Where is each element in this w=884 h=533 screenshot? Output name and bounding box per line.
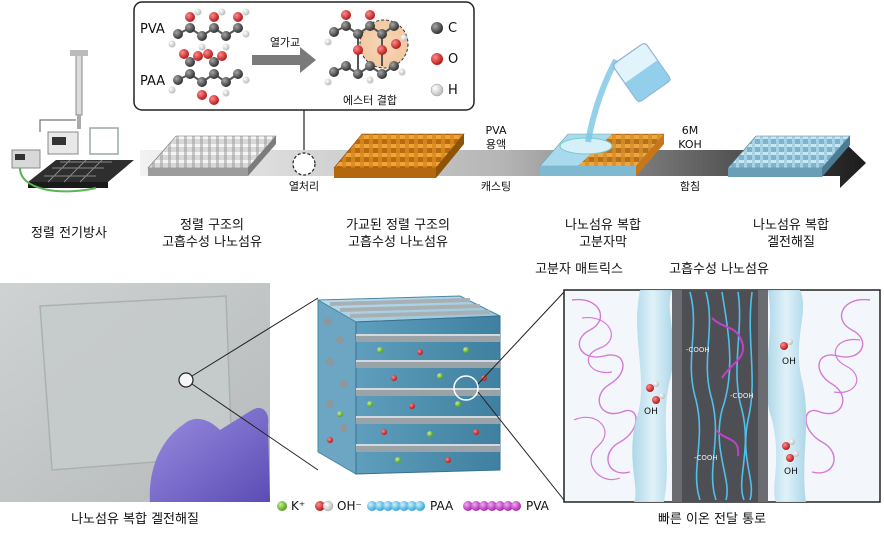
legend-k-swatch [277, 501, 287, 511]
fiber-block [316, 295, 501, 475]
step-5-caption-line2: 겔전해질 [767, 235, 815, 250]
legend-oh-swatch [315, 500, 334, 512]
koh-label-line2: KOH [678, 138, 702, 151]
casting-label: 캐스팅 [480, 180, 512, 193]
koh-label-line1: 6M [681, 124, 699, 137]
step-3-caption-line1: 가교된 정렬 구조의 [346, 218, 450, 233]
block-zoom-line-top [477, 291, 565, 385]
pva-solution-label-line2: 용액 [485, 138, 507, 151]
gray-fiber-mat [147, 135, 277, 176]
hydrogen-atom-swatch [430, 83, 444, 97]
carbon-label: C [448, 21, 458, 36]
crosslinked-molecule [324, 10, 409, 86]
blue-gel-mat [727, 135, 851, 177]
pva-molecule [168, 8, 250, 51]
ion-channel-caption: 빠른 이온 전달 통로 [657, 512, 767, 527]
legend-k-text: K⁺ [291, 499, 306, 513]
step-5-caption-line1: 나노섬유 복합 [753, 218, 829, 233]
hydrogen-label: H [448, 83, 458, 98]
paa-molecule [168, 49, 250, 105]
zoom-line-bottom [191, 383, 319, 471]
cooh-label-2: -COOH [730, 392, 754, 400]
pva-label: PVA [140, 22, 165, 37]
orange-fiber-mat [333, 133, 465, 178]
cooh-label-1: -COOH [686, 346, 710, 354]
soaking-label: 함침 [679, 180, 701, 193]
zoom-line-top [191, 297, 319, 377]
gloved-hand [149, 407, 270, 502]
cooh-label-3: -COOH [694, 454, 718, 462]
matrix-label: 고분자 매트릭스 [535, 262, 623, 277]
block-zoom-line-bottom [477, 391, 565, 501]
ester-bond-label: 에스터 결합 [342, 94, 398, 107]
oxygen-label: O [448, 52, 459, 67]
oh-ion-label-right: OH [782, 357, 796, 367]
oh-ion-label-right-lower: OH [784, 467, 798, 477]
pva-solution-label-line1: PVA [485, 124, 507, 137]
ion-channel-panel [563, 289, 881, 503]
legend-paa-swatch [367, 501, 425, 511]
step-2-caption-line1: 정렬 구조의 [180, 218, 244, 233]
step-2-caption-line2: 고흡수성 나노섬유 [162, 235, 262, 250]
crosslink-arrow [252, 47, 316, 73]
composite-membrane [539, 43, 672, 176]
step-4-caption-line1: 나노섬유 복합 [565, 218, 641, 233]
zoom-circle [178, 372, 194, 388]
heat-treatment-label: 열처리 [288, 180, 320, 193]
process-arrow [140, 138, 866, 188]
paa-label: PAA [140, 74, 166, 89]
legend-pva-text: PVA [526, 499, 549, 513]
heat-treatment-marker [292, 152, 316, 176]
oxygen-atom-swatch [431, 53, 443, 65]
crosslink-label: 열가교 [269, 36, 301, 49]
legend-pva-swatch [463, 501, 521, 511]
step-4-caption-line2: 고분자막 [579, 235, 627, 250]
fiber-label: 고흡수성 나노섬유 [669, 262, 769, 277]
carbon-atom-swatch [431, 22, 443, 34]
electrospinning-apparatus [11, 50, 134, 193]
legend-oh-text: OH⁻ [337, 499, 362, 513]
block-zoom-circle [453, 375, 479, 401]
legend-paa-text: PAA [430, 499, 454, 513]
photo-caption: 나노섬유 복합 겔전해질 [71, 512, 199, 527]
step-3-caption-line2: 고흡수성 나노섬유 [348, 235, 448, 250]
oh-ion-label-left: OH [644, 407, 658, 417]
step-1-caption: 정렬 전기방사 [31, 226, 107, 241]
